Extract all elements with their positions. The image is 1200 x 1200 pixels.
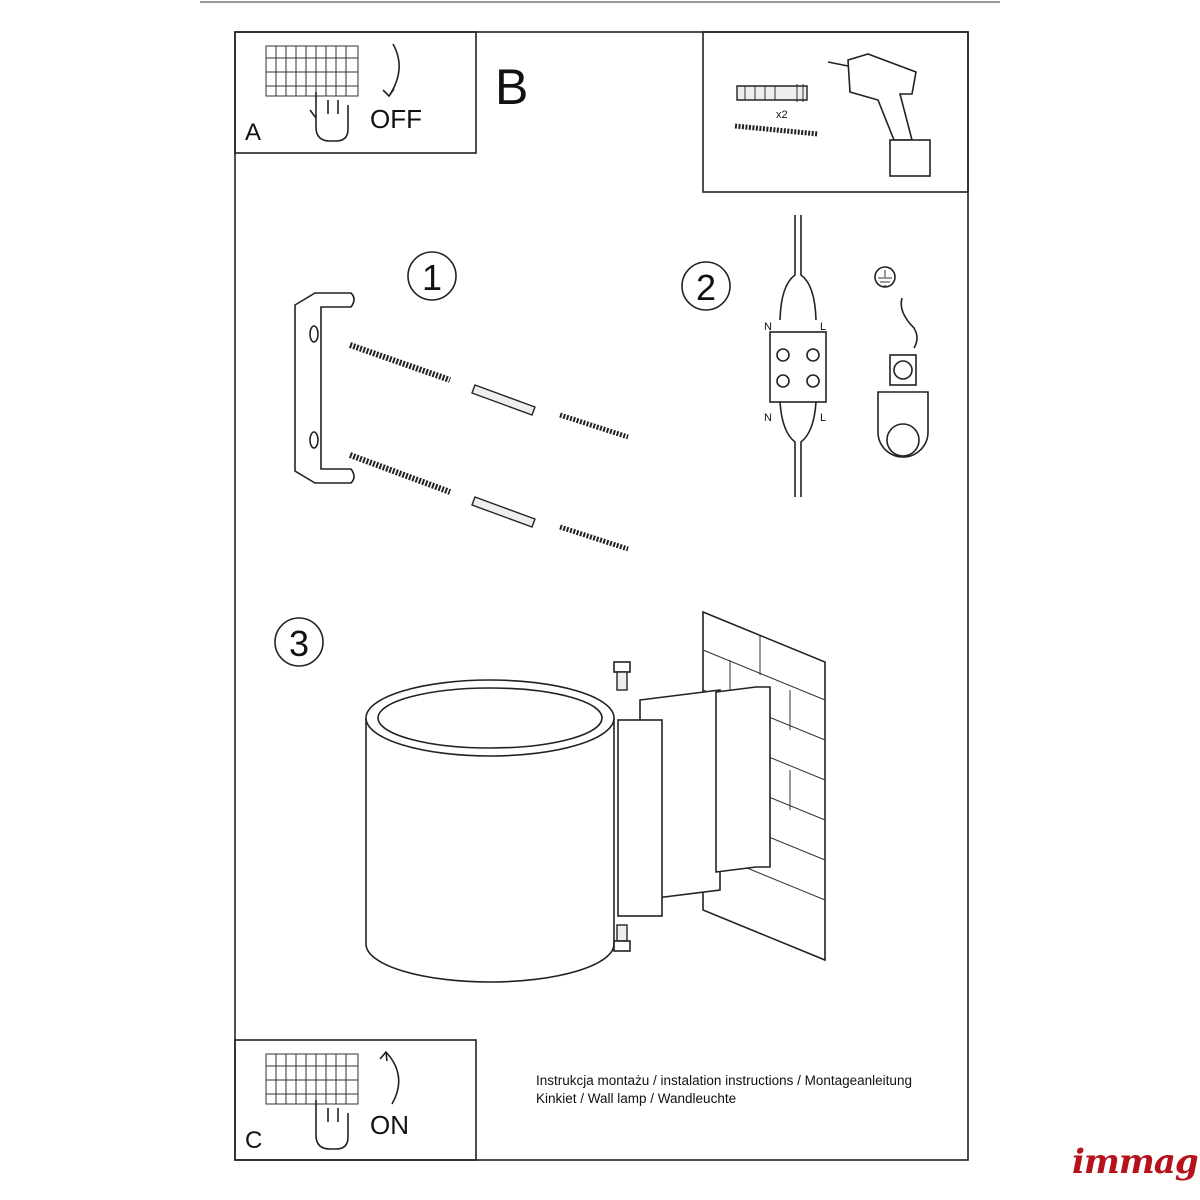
tools-panel: x2 [702, 31, 969, 193]
arrow-up-icon [379, 1050, 400, 1105]
breaker-panel-icon [265, 1053, 359, 1105]
label-n-bottom: N [764, 412, 772, 424]
power-off-label: OFF [370, 104, 422, 134]
breaker-panel-icon [265, 45, 359, 97]
panel-a-letter: A [245, 119, 261, 146]
panel-c-power-on: C ON [234, 1039, 477, 1161]
label-l-bottom: L [820, 412, 826, 424]
power-on-label: ON [370, 1110, 409, 1140]
caption-line-1: Instrukcja montażu / instalation instruc… [536, 1073, 912, 1088]
cylinder-lamp-body [365, 679, 615, 983]
step-1: 1 [294, 251, 629, 552]
immag-logo: immag [1072, 1142, 1199, 1182]
caption-line-2: Kinkiet / Wall lamp / Wandleuchte [536, 1091, 736, 1106]
quantity-label: x2 [776, 109, 788, 121]
mounting-bracket [294, 292, 355, 484]
wall-plug-icon [736, 84, 808, 102]
screw-icon [734, 123, 819, 137]
lamp-back-plate [617, 719, 663, 917]
step-2: 2 N L N L [681, 215, 929, 497]
terminal-block: N L N L [764, 215, 827, 497]
ground-icon [874, 266, 896, 288]
hand-icon [315, 1100, 349, 1150]
screw-and-plug-lower [348, 452, 629, 552]
main-frame [234, 31, 969, 1161]
drill-icon [827, 53, 931, 177]
step-3-number: 3 [289, 623, 309, 664]
screw-and-plug-upper [349, 342, 629, 440]
wall-bracket [715, 686, 771, 873]
step-1-number: 1 [422, 257, 442, 298]
fixing-screw-top [613, 661, 631, 691]
step-3: 3 [274, 610, 826, 983]
label-l-top: L [820, 321, 826, 333]
panel-a-power-off: A OFF [234, 31, 477, 154]
ground-terminal [874, 266, 929, 458]
label-n-top: N [764, 321, 772, 333]
panel-b-letter: B [495, 59, 528, 115]
hand-icon [309, 92, 349, 142]
step-2-number: 2 [696, 267, 716, 308]
step-2-badge [681, 261, 731, 311]
panel-c-letter: C [245, 1127, 262, 1154]
arrow-down-icon [382, 43, 400, 98]
step-3-badge [274, 617, 324, 667]
fixing-screw-bottom [613, 924, 631, 952]
step-1-badge [407, 251, 457, 301]
